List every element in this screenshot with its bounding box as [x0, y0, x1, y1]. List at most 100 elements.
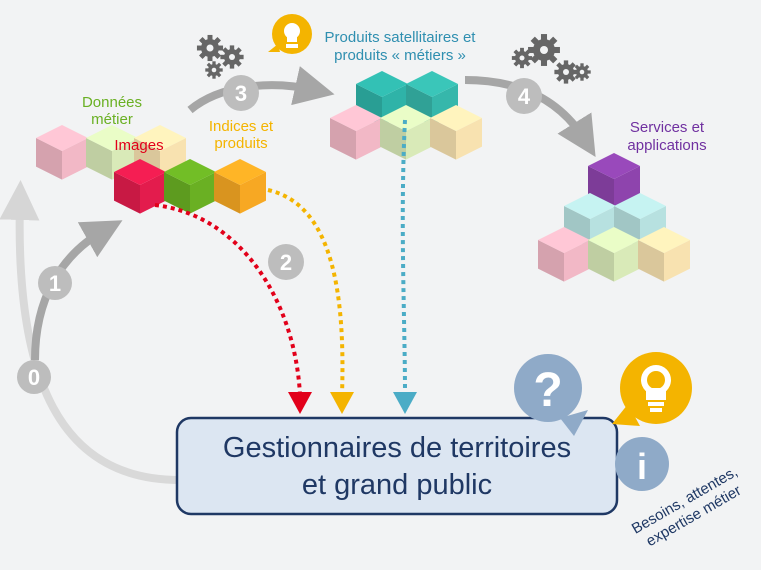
gear-tooth	[222, 59, 230, 67]
label-produits-2: produits « métiers »	[334, 47, 466, 64]
gear-tooth	[213, 51, 221, 59]
label-services-2: applications	[627, 137, 706, 154]
gear-tooth	[513, 60, 520, 67]
gear-tooth	[218, 68, 223, 72]
gear-tooth	[215, 62, 222, 69]
cube-lightgreen	[380, 105, 432, 160]
step-1: 1	[38, 266, 72, 300]
gear-tooth	[583, 73, 590, 80]
arrow-images-head	[288, 392, 312, 414]
svg-text:4: 4	[518, 84, 531, 109]
gear-tooth	[196, 45, 203, 51]
arrow-indices-dotted	[267, 188, 345, 396]
arrow-cycle-back	[0, 180, 181, 484]
lightbulb-icon	[612, 352, 692, 426]
step-0: 0	[17, 360, 51, 394]
gear-tooth	[213, 37, 221, 45]
question-icon: ?	[514, 354, 588, 436]
arrow-produits-head	[393, 392, 417, 414]
gear-tooth	[199, 51, 207, 59]
gear-tooth	[205, 68, 210, 72]
svg-text:i: i	[637, 446, 647, 487]
gear-tooth	[212, 61, 216, 66]
svg-text:?: ?	[533, 364, 562, 417]
gear-tooth	[215, 71, 222, 78]
gear-tooth	[568, 62, 576, 70]
gear-tooth	[553, 46, 560, 54]
cube-lightorange	[430, 105, 482, 160]
gear-tooth	[229, 63, 235, 69]
label-indices-2: produits	[214, 135, 267, 152]
gear-tooth	[207, 34, 213, 41]
gear-tooth	[520, 63, 524, 69]
cube-orange	[214, 159, 266, 214]
gear-tooth	[583, 64, 590, 71]
gear-tooth	[580, 63, 584, 68]
label-indices: Indices et	[209, 118, 274, 135]
svg-text:1: 1	[49, 271, 61, 296]
label-services: Services et	[630, 119, 705, 136]
gear-tooth	[554, 69, 560, 75]
gear-tooth	[212, 74, 216, 79]
label-donnees-metier: Données	[82, 94, 142, 111]
gear-tooth	[229, 45, 235, 51]
gear-tooth	[568, 74, 576, 82]
cube-red	[114, 159, 166, 214]
gear-tooth	[580, 76, 584, 81]
gear-tooth	[574, 73, 581, 80]
gear-tooth	[222, 47, 230, 55]
cube-pink	[538, 227, 590, 282]
gear-tooth	[556, 62, 564, 70]
gear-tooth	[540, 59, 548, 66]
gear-tooth	[511, 56, 518, 60]
label-produits: Produits satellitaires et	[325, 29, 477, 46]
svg-text:0: 0	[28, 365, 40, 390]
gear-tooth	[573, 70, 578, 74]
gear-tooth	[586, 70, 591, 74]
gear-tooth	[206, 62, 213, 69]
cube-layer	[36, 71, 690, 282]
cube-lightgreen	[86, 125, 138, 180]
gear-tooth	[548, 54, 558, 64]
gear-tooth	[234, 47, 242, 55]
cube-green	[164, 159, 216, 214]
svg-text:Gestionnaires de territoires: Gestionnaires de territoires	[223, 432, 571, 464]
gear-tooth	[234, 59, 242, 67]
label-images: Images	[114, 137, 163, 154]
step-4: 4	[506, 78, 542, 114]
gear-tooth	[574, 64, 581, 71]
cube-lightgreen	[588, 227, 640, 282]
cube-pink	[330, 105, 382, 160]
lightbulb-icon	[268, 14, 312, 54]
gear-tooth	[530, 54, 540, 64]
gear-tooth	[548, 36, 558, 46]
arrow-images-dotted	[154, 203, 302, 396]
gear-teeth	[196, 34, 591, 84]
gear-tooth	[238, 54, 244, 60]
step-2: 2	[268, 244, 304, 280]
gear-tooth	[524, 49, 531, 56]
gear-tooth	[199, 37, 207, 45]
gear-tooth	[526, 56, 533, 60]
gear-tooth	[220, 54, 226, 60]
gear-tooth	[217, 45, 224, 51]
gear-tooth	[513, 49, 520, 56]
gear-tooth	[540, 34, 548, 41]
cube-pink	[36, 125, 88, 180]
step-3: 3	[223, 75, 259, 111]
main-audience-box: Gestionnaires de territoires et grand pu…	[175, 416, 619, 516]
svg-text:3: 3	[235, 81, 247, 106]
cube-lightorange	[638, 227, 690, 282]
gear-tooth	[206, 71, 213, 78]
gear-icon	[515, 39, 588, 80]
gear-tooth	[556, 74, 564, 82]
gear-tooth	[530, 36, 540, 46]
gear-tooth	[563, 78, 569, 84]
gear-tooth	[207, 55, 213, 62]
arrow-indices-head	[330, 392, 354, 414]
svg-text:et grand public: et grand public	[302, 469, 492, 501]
arrow-produits-dotted	[400, 119, 407, 396]
gear-tooth	[524, 60, 531, 67]
gear-tooth	[563, 60, 569, 66]
